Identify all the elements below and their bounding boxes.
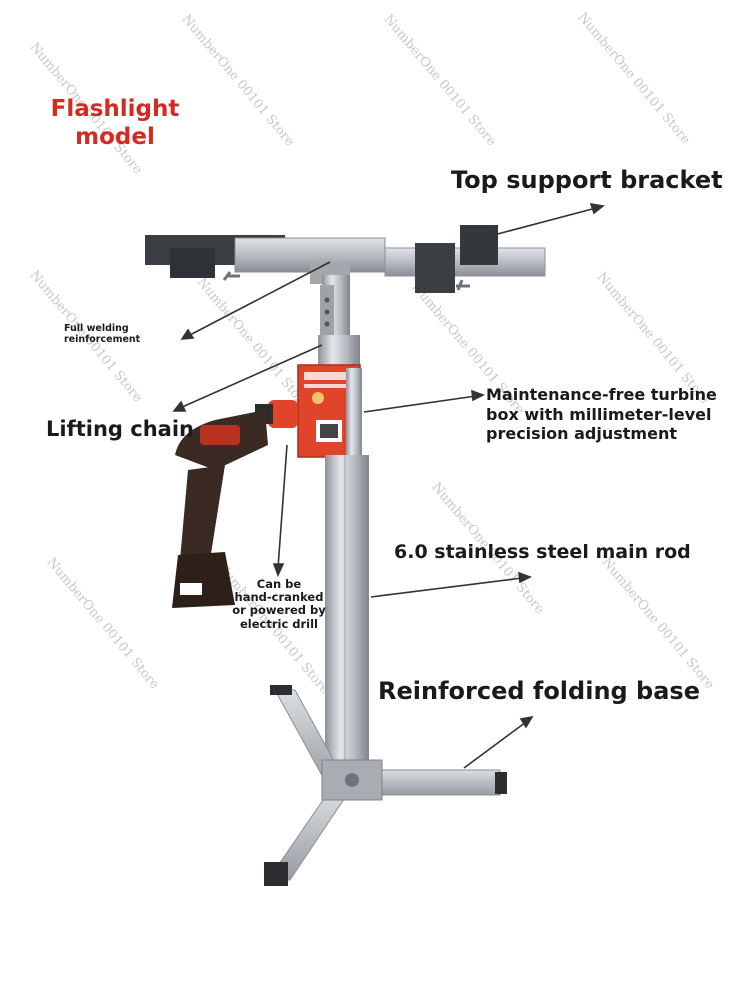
callout-arrows xyxy=(172,202,605,769)
brand-title: Flashlight model xyxy=(30,96,200,151)
label-line: box with millimeter-level xyxy=(486,404,712,424)
label-line: Can be xyxy=(256,577,302,591)
turbine-box xyxy=(297,364,362,458)
label-crank-or-drill: Can be hand-cranked or powered by electr… xyxy=(224,577,334,631)
label-folding-base: Reinforced folding base xyxy=(378,677,700,705)
label-top-support-bracket: Top support bracket xyxy=(451,166,723,194)
brand-line: model xyxy=(75,123,155,150)
label-line: or powered by xyxy=(232,603,326,618)
upper-column xyxy=(318,275,360,365)
brand-line: Flashlight xyxy=(50,96,180,122)
label-line: electric drill xyxy=(239,616,319,631)
label-line: precision adjustment xyxy=(486,424,677,444)
label-turbine-box: Maintenance-free turbine box with millim… xyxy=(486,385,736,444)
label-full-welding: Full welding reinforcement xyxy=(64,323,164,346)
main-rod xyxy=(325,455,369,785)
label-line: Full welding xyxy=(64,323,129,334)
label-line: reinforcement xyxy=(64,333,141,345)
label-lifting-chain: Lifting chain xyxy=(46,417,194,441)
top-support-bracket xyxy=(145,225,546,293)
label-line: hand-cranked xyxy=(234,590,324,605)
folding-base xyxy=(264,685,507,886)
label-line: Maintenance-free turbine xyxy=(486,385,717,404)
electric-drill xyxy=(172,400,298,608)
label-main-rod: 6.0 stainless steel main rod xyxy=(394,541,691,563)
